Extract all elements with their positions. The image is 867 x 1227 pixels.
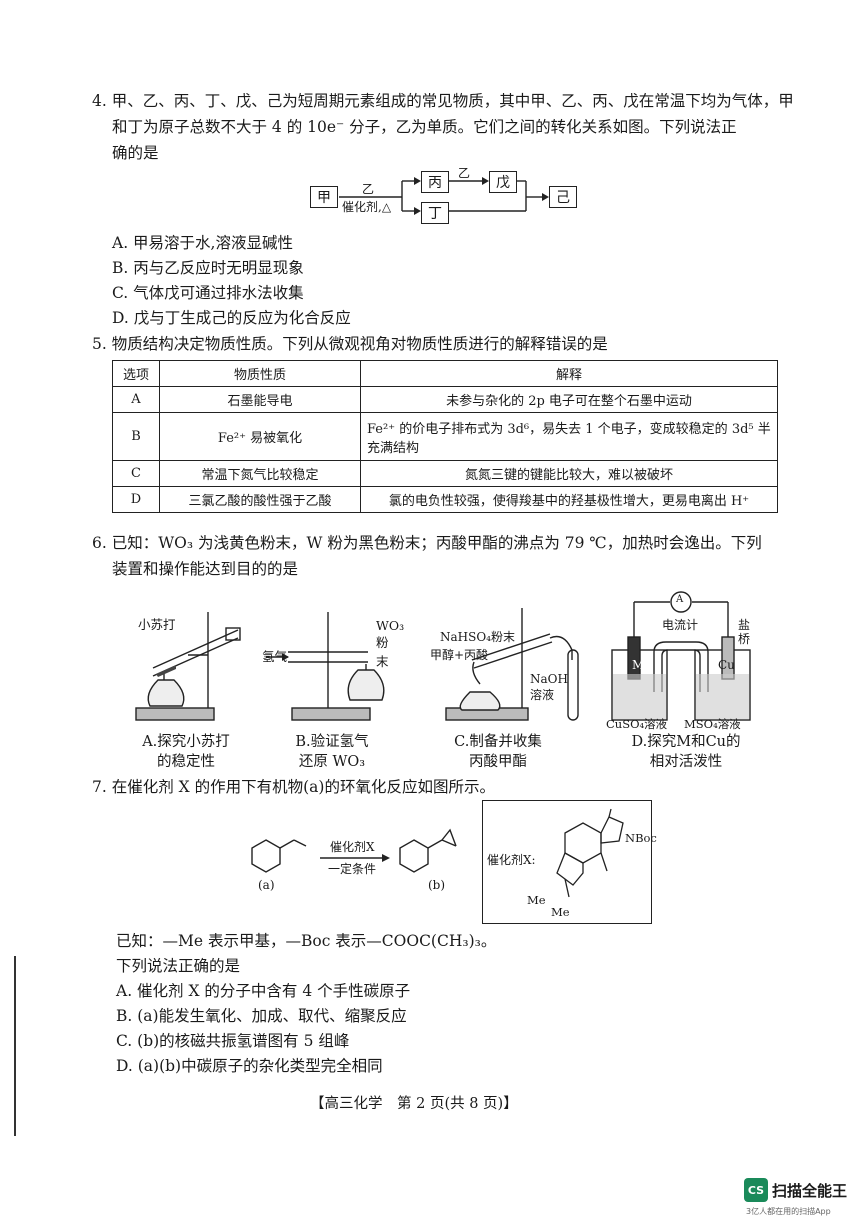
scanner-brand-name: 扫描全能王 (772, 1182, 848, 1200)
q5-row-explanation: 氮氮三键的键能比较大，难以被破坏 (360, 460, 778, 487)
label-powder: 粉末 (376, 635, 389, 669)
q4-conversion-diagram: 甲 乙 催化剂,△ 丙 乙 戊 丁 己 (300, 164, 590, 228)
q5-row-option: A (112, 386, 160, 413)
q5-row-explanation: Fe²⁺ 的价电子排布式为 3d⁶，易失去 1 个电子，变成较稳定的 3d⁵ 半… (360, 412, 778, 461)
q5-row-option: D (112, 486, 160, 513)
q7-option-c: C. (b)的核磁共振氢谱图有 5 组峰 (116, 1032, 350, 1050)
caption-b: B.验证氢气还原 WO₃ (295, 734, 369, 770)
q4-option-b: B. 丙与乙反应时无明显现象 (112, 259, 304, 277)
q7-known: 已知：—Me 表示甲基，—Boc 表示—COOC(CH₃)₃。 (116, 932, 497, 950)
q5-header-option: 选项 (112, 360, 160, 387)
q5-row-option: B (112, 412, 160, 461)
label-solution: 溶液 (530, 688, 555, 702)
q5-row-explanation: 氯的电负性较强，使得羧基中的羟基极性增大，更易电离出 H⁺ (360, 486, 778, 513)
q7-stem: 7. 在催化剂 X 的作用下有机物(a)的环氧化反应如图所示。 (92, 778, 495, 796)
q5-row-option: C (112, 460, 160, 487)
label-electrode-cu: Cu (718, 658, 735, 672)
table-row: D 三氯乙酸的酸性强于乙酸 氯的电负性较强，使得羧基中的羟基极性增大，更易电离出… (112, 486, 778, 513)
q7-reaction-scheme: 催化剂X 一定条件 (a) (b) (244, 826, 474, 896)
q7-option-b: B. (a)能发生氧化、加成、取代、缩聚反应 (116, 1007, 407, 1025)
apparatus-c: NaHSO₄粉末 甲醇+丙酸 NaOH 溶液 (430, 600, 595, 730)
page-footer: 【高三化学 第 2 页(共 8 页)】 (310, 1096, 518, 1112)
label-mso4-solution: MSO₄溶液 (684, 717, 741, 731)
apparatus-d: A 电流计 盐 桥 M Cu CuSO₄溶液 MSO₄溶液 (606, 582, 756, 732)
label-hydrogen: 氢气 (262, 649, 288, 664)
arrow-label-condition: 一定条件 (328, 862, 377, 876)
box-wu: 戊 (489, 171, 517, 193)
q5-row-property: Fe²⁺ 易被氧化 (159, 412, 361, 461)
label-condition: 催化剂,△ (342, 200, 392, 214)
label-compound-b: (b) (428, 878, 446, 892)
ammeter-symbol: A (676, 594, 684, 605)
q7-prompt: 下列说法正确的是 (116, 957, 241, 975)
arrow-label-catalyst: 催化剂X (330, 840, 375, 854)
label-bridge: 桥 (738, 632, 751, 646)
catalyst-x-label: 催化剂X: (487, 853, 536, 867)
label-me-2: Me (551, 905, 570, 919)
table-row: A 石墨能导电 未参与杂化的 2p 电子可在整个石墨中运动 (112, 386, 778, 413)
apparatus-b: 氢气 WO₃ 粉末 (258, 600, 404, 730)
label-electrode-m: M (632, 658, 645, 672)
q4-stem-line1: 4. 甲、乙、丙、丁、戊、己为短周期元素组成的常见物质，其中甲、乙、丙、戊在常温… (92, 92, 794, 110)
label-naoh: NaOH (530, 672, 568, 686)
q4-stem-line2: 和丁为原子总数不大于 4 的 10e⁻ 分子，乙为单质。它们之间的转化关系如图。… (112, 118, 737, 136)
box-ji: 己 (549, 186, 577, 208)
q7-option-d: D. (a)(b)中碳原子的杂化类型完全相同 (116, 1057, 383, 1075)
box-jia: 甲 (310, 186, 338, 208)
label-yi-top: 乙 (362, 182, 375, 196)
label-nboc: NBoc (625, 831, 657, 845)
q4-option-a: A. 甲易溶于水,溶液显碱性 (112, 234, 293, 252)
q5-stem: 5. 物质结构决定物质性质。下列从微观视角对物质性质进行的解释错误的是 (92, 335, 608, 353)
caption-a: A.探究小苏打的稳定性 (142, 734, 230, 770)
scanner-logo: CS (744, 1178, 768, 1202)
caption-d: D.探究M和Cu的相对活泼性 (631, 734, 741, 770)
label-cuso4-solution: CuSO₄溶液 (606, 717, 668, 731)
q6-stem-line2: 装置和操作能达到目的的是 (112, 560, 299, 578)
q6-stem-line1: 6. 已知：WO₃ 为浅黄色粉末，W 粉为黑色粉末；丙酸甲酯的沸点为 79 ℃，… (92, 534, 762, 552)
label-salt: 盐 (738, 618, 751, 632)
box-bing: 丙 (421, 171, 449, 193)
box-ding: 丁 (421, 202, 449, 224)
q4-stem-line3: 确的是 (112, 144, 159, 162)
q4-option-c: C. 气体戊可通过排水法收集 (112, 284, 304, 302)
margin-line (14, 956, 16, 1136)
q7-option-a: A. 催化剂 X 的分子中含有 4 个手性碳原子 (116, 982, 411, 1000)
catalyst-x-box: 催化剂X: NBoc Me Me (482, 800, 657, 924)
label-baking-soda: 小苏打 (138, 617, 176, 632)
apparatus-a: 小苏打 (128, 600, 258, 730)
label-me-1: Me (527, 893, 546, 907)
label-wo3: WO₃ (376, 618, 405, 633)
q4-option-d: D. 戊与丁生成己的反应为化合反应 (112, 309, 351, 327)
table-row: C 常温下氮气比较稳定 氮氮三键的键能比较大，难以被破坏 (112, 460, 778, 487)
q5-row-property: 石墨能导电 (159, 386, 361, 413)
scanner-tagline: 3亿人都在用的扫描App (746, 1207, 831, 1216)
q5-header-property: 物质性质 (159, 360, 361, 387)
table-row: B Fe²⁺ 易被氧化 Fe²⁺ 的价电子排布式为 3d⁶，易失去 1 个电子，… (112, 412, 778, 461)
label-methanol-propionic-acid: 甲醇+丙酸 (430, 648, 489, 662)
label-nahso4-powder: NaHSO₄粉末 (440, 630, 515, 644)
caption-c: C.制备并收集丙酸甲酯 (454, 734, 542, 770)
q5-header-explanation: 解释 (360, 360, 778, 387)
q5-row-property: 常温下氮气比较稳定 (159, 460, 361, 487)
label-galvanometer: 电流计 (662, 618, 699, 632)
q5-row-explanation: 未参与杂化的 2p 电子可在整个石墨中运动 (360, 386, 778, 413)
q5-row-property: 三氯乙酸的酸性强于乙酸 (159, 486, 361, 513)
label-compound-a: (a) (258, 878, 275, 892)
q5-table: 选项 物质性质 解释 A 石墨能导电 未参与杂化的 2p 电子可在整个石墨中运动… (112, 360, 778, 513)
label-yi-2: 乙 (458, 166, 471, 180)
